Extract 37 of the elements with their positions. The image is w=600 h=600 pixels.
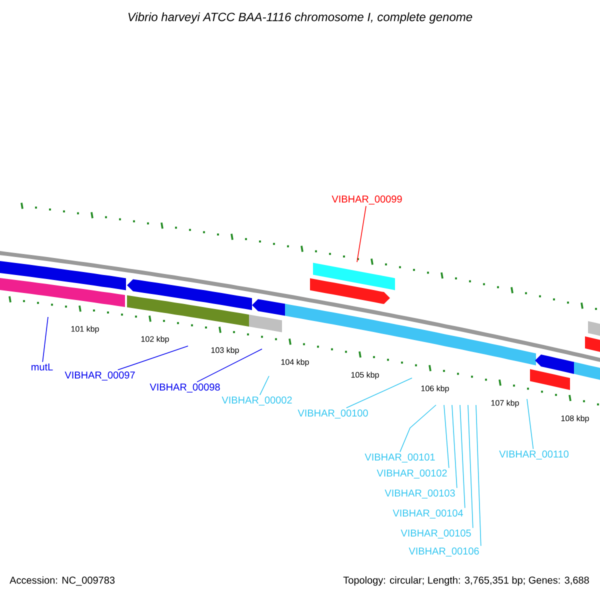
scale-label: 105 kbp [351, 372, 379, 380]
gene-label: VIBHAR_00106 [408, 548, 479, 556]
gene-label: VIBHAR_00110 [499, 450, 569, 460]
gene-label: VIBHAR_00104 [392, 510, 463, 518]
leader-line [476, 404, 482, 546]
scale-label: 103 kbp [211, 347, 239, 355]
scale-label: 108 kbp [561, 415, 589, 423]
genome-stats-label: Topology: circular; Length: 3,765,351 bp; Genes: 3,688 [343, 576, 589, 586]
leader-line [42, 316, 48, 362]
leader-line [444, 404, 450, 468]
leader-line [117, 346, 188, 370]
gene-label: VIBHAR_00103 [384, 490, 455, 498]
leader-line [452, 404, 458, 488]
gene-label: mutL [32, 364, 53, 370]
gene-label: VIBHAR_00098 [150, 384, 220, 392]
leader-line [468, 404, 474, 528]
leader-line [196, 348, 262, 382]
scale-label: 104 kbp [281, 358, 309, 366]
gene-label: VIBHAR_00101 [364, 454, 435, 462]
gene-label: VIBHAR_00097 [64, 372, 135, 380]
gene-label: VIBHAR_00105 [400, 530, 471, 538]
leader-line [400, 404, 436, 452]
gene-label: VIBHAR_00102 [376, 470, 447, 478]
scale-label: 102 kbp [141, 336, 169, 344]
leader-line [346, 378, 412, 408]
gene-label: VIBHAR_00099 [332, 196, 402, 204]
scale-label: 106 kbp [421, 385, 449, 393]
leader-line [356, 206, 366, 262]
scale-label: 107 kbp [491, 400, 519, 408]
gene-label: VIBHAR_00002 [222, 396, 292, 406]
title: Vibrio harveyi ATCC BAA-1116 chromosome I, complete genome [128, 12, 472, 24]
gene-label: VIBHAR_00100 [298, 410, 368, 418]
scale-label: 101 kbp [71, 326, 99, 334]
leader-line [460, 404, 466, 508]
accession-label: Accession: NC_009783 [10, 576, 115, 586]
leader-line [526, 398, 534, 450]
leader-line [260, 376, 270, 396]
